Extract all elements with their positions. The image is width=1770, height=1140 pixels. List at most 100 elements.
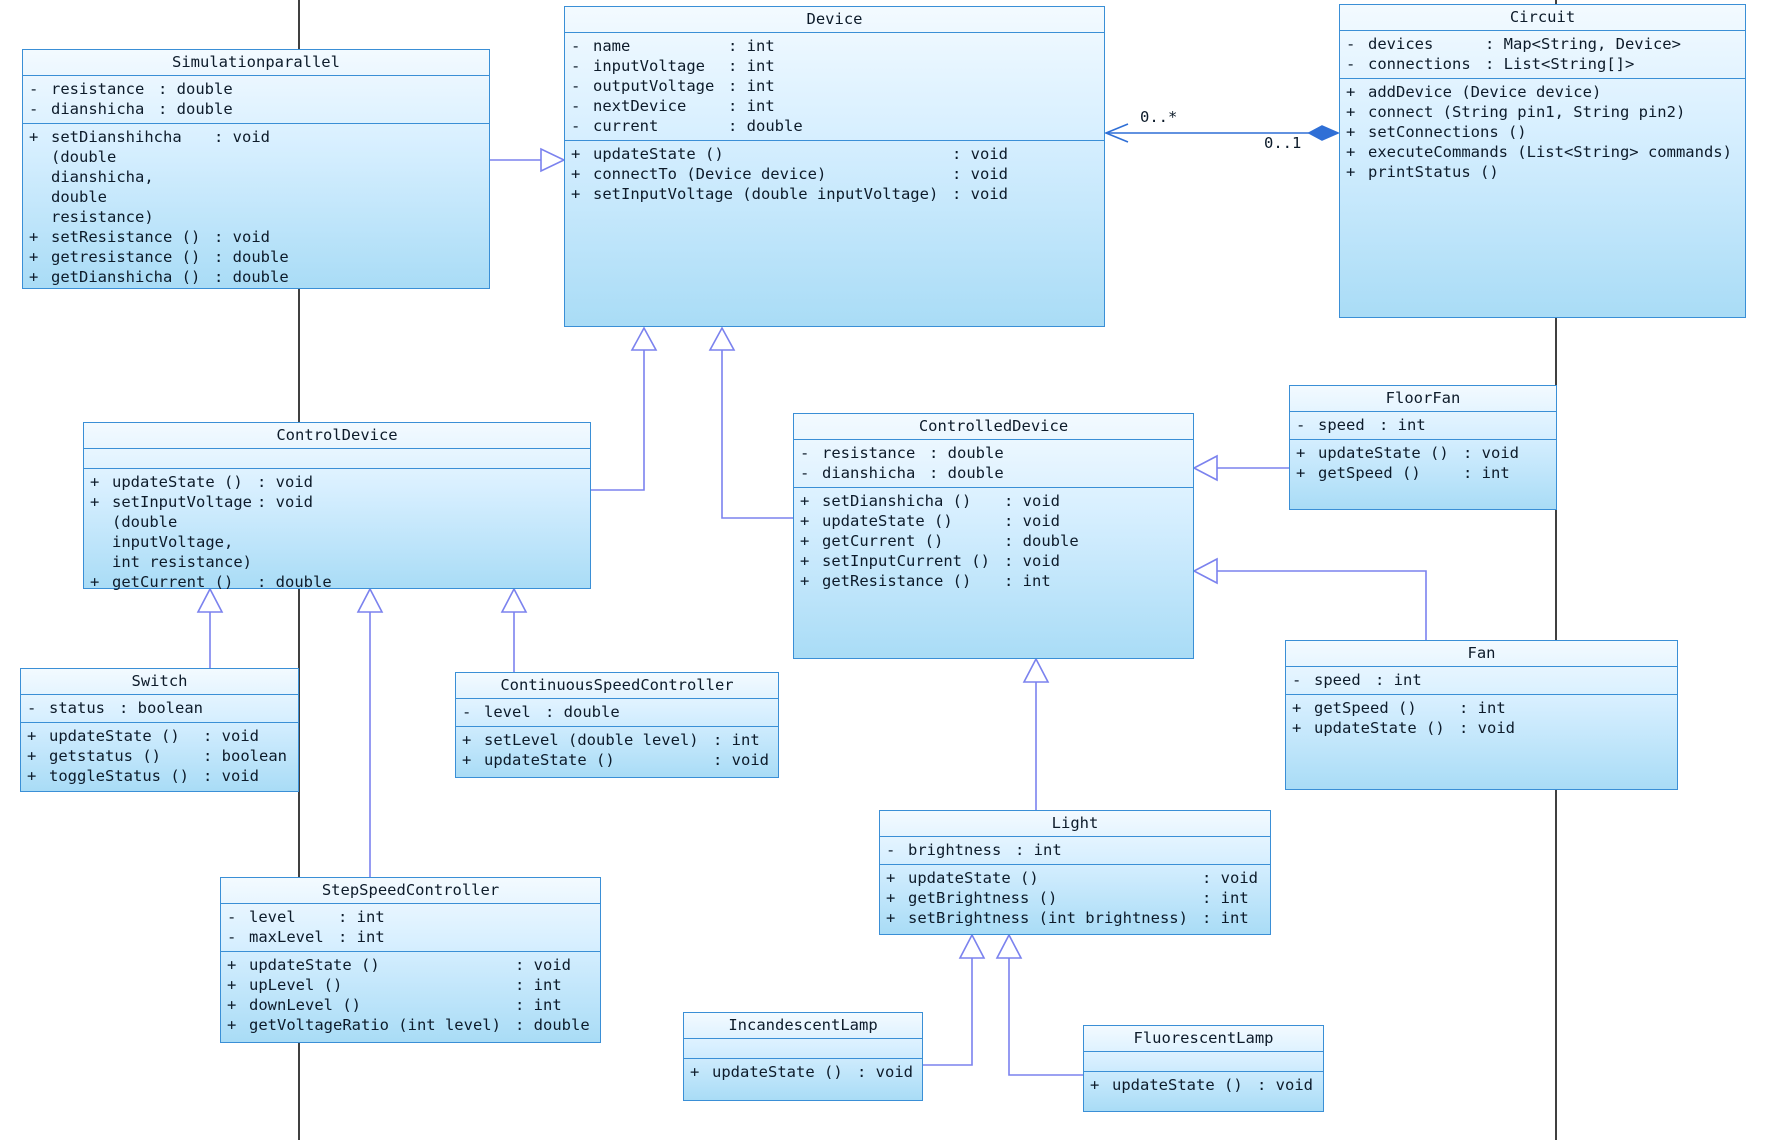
class-member: +updateState (): void bbox=[1296, 443, 1550, 463]
member-name: toggleStatus () bbox=[49, 767, 189, 785]
operations-compartment: +setLevel (double level): int+updateStat… bbox=[456, 727, 778, 774]
class-name: StepSpeedController bbox=[221, 878, 600, 904]
member-type: : double bbox=[214, 248, 289, 266]
member-type: : int bbox=[338, 908, 385, 926]
class-name: IncandescentLamp bbox=[684, 1013, 922, 1039]
member-name: getVoltageRatio (int level) bbox=[249, 1016, 501, 1034]
class-controldevice[interactable]: ControlDevice +updateState (): void+setI… bbox=[83, 422, 591, 591]
member-visibility: + bbox=[90, 473, 100, 491]
member-type: : int bbox=[1202, 909, 1249, 927]
member-visibility: + bbox=[90, 573, 100, 591]
class-member: -brightness: int bbox=[886, 840, 1264, 860]
attributes-compartment: -name: int-inputVoltage: int-outputVolta… bbox=[565, 33, 1104, 141]
class-member: +downLevel (): int bbox=[227, 995, 594, 1015]
member-name: getBrightness () bbox=[908, 889, 1058, 907]
member-name: getSpeed () bbox=[1314, 699, 1417, 717]
member-name: updateState () bbox=[1314, 719, 1445, 737]
member-visibility: + bbox=[571, 145, 581, 163]
member-type: : void bbox=[1004, 512, 1060, 530]
generalization-arrowhead bbox=[958, 933, 986, 959]
attributes-compartment: -level: int-maxLevel: int bbox=[221, 904, 600, 952]
member-visibility: + bbox=[800, 532, 810, 550]
member-visibility: + bbox=[1292, 719, 1302, 737]
generalization-incandescent-light bbox=[921, 958, 973, 1066]
class-floorfan[interactable]: FloorFan -speed: int +updateState (): vo… bbox=[1289, 385, 1557, 510]
member-type: : void bbox=[1202, 869, 1258, 887]
member-type: : int bbox=[515, 976, 562, 994]
generalization-arrowhead bbox=[500, 587, 528, 613]
member-visibility: - bbox=[227, 928, 237, 946]
class-member: +getstatus (): boolean bbox=[27, 746, 292, 766]
class-circuit[interactable]: Circuit -devices: Map<String, Device>-co… bbox=[1339, 4, 1746, 318]
member-visibility: + bbox=[1346, 143, 1356, 161]
class-name: FloorFan bbox=[1290, 386, 1556, 412]
member-visibility: - bbox=[27, 699, 37, 717]
class-device[interactable]: Device -name: int-inputVoltage: int-outp… bbox=[564, 6, 1105, 327]
generalization-arrowhead bbox=[540, 147, 566, 173]
member-name: dianshicha bbox=[822, 464, 916, 482]
class-member: +setInputVoltage (double inputVoltage): … bbox=[571, 184, 1098, 204]
member-visibility: + bbox=[1346, 103, 1356, 121]
class-name: Switch bbox=[21, 669, 298, 695]
class-light[interactable]: Light -brightness: int +updateState (): … bbox=[879, 810, 1271, 935]
member-visibility: + bbox=[1292, 699, 1302, 717]
member-type: : void bbox=[257, 473, 313, 491]
class-switch[interactable]: Switch -status: boolean +updateState ():… bbox=[20, 668, 299, 792]
generalization-arrowhead bbox=[630, 326, 658, 351]
member-visibility: - bbox=[29, 100, 39, 118]
class-member: +updateState (): void bbox=[27, 726, 292, 746]
class-member: +updateState (): void bbox=[462, 750, 772, 770]
member-name: updateState () bbox=[249, 956, 380, 974]
member-type: : double bbox=[728, 117, 803, 135]
member-name: name bbox=[593, 37, 631, 55]
member-name: updateState () bbox=[908, 869, 1039, 887]
member-type: : int bbox=[1379, 416, 1426, 434]
operations-compartment: +updateState (): void+getstatus (): bool… bbox=[21, 723, 298, 790]
class-stepspeedcontroller[interactable]: StepSpeedController -level: int-maxLevel… bbox=[220, 877, 601, 1043]
operations-compartment: +setDianshicha (): void+updateState (): … bbox=[794, 488, 1193, 595]
member-visibility: + bbox=[800, 492, 810, 510]
member-type: : double bbox=[929, 464, 1004, 482]
member-visibility: - bbox=[886, 841, 896, 859]
member-name: maxLevel bbox=[249, 928, 324, 946]
member-visibility: + bbox=[571, 165, 581, 183]
member-name: downLevel () bbox=[249, 996, 361, 1014]
attributes-compartment: -speed: int bbox=[1286, 667, 1677, 695]
member-type: : double bbox=[1004, 532, 1079, 550]
class-fan[interactable]: Fan -speed: int +getSpeed (): int+update… bbox=[1285, 640, 1678, 790]
member-name: upLevel () bbox=[249, 976, 343, 994]
member-type: : void bbox=[952, 165, 1008, 183]
class-name: Device bbox=[565, 7, 1104, 33]
class-member: +getSpeed (): int bbox=[1296, 463, 1550, 483]
class-simulationparallel[interactable]: Simulationparallel -resistance: double-d… bbox=[22, 49, 490, 289]
member-type: : boolean bbox=[119, 699, 203, 717]
member-visibility: + bbox=[571, 185, 581, 203]
member-type: : void bbox=[203, 767, 259, 785]
class-member: -outputVoltage: int bbox=[571, 76, 1098, 96]
member-type: : double bbox=[158, 100, 233, 118]
member-name: setDianshihcha (double dianshicha, doubl… bbox=[51, 128, 182, 226]
class-continuousspeedcontroller[interactable]: ContinuousSpeedController -level: double… bbox=[455, 672, 779, 778]
class-member: -nextDevice: int bbox=[571, 96, 1098, 116]
member-name: updateState () bbox=[49, 727, 180, 745]
class-member: +updateState (): void bbox=[571, 144, 1098, 164]
class-member: -name: int bbox=[571, 36, 1098, 56]
member-name: brightness bbox=[908, 841, 1002, 859]
member-visibility: - bbox=[227, 908, 237, 926]
member-visibility: + bbox=[29, 248, 39, 266]
class-incandescentlamp[interactable]: IncandescentLamp +updateState (): void bbox=[683, 1012, 923, 1101]
class-controlleddevice[interactable]: ControlledDevice -resistance: double-dia… bbox=[793, 413, 1194, 659]
member-type: : void bbox=[515, 956, 571, 974]
member-visibility: - bbox=[571, 97, 581, 115]
member-name: updateState () bbox=[484, 751, 615, 769]
class-fluorescentlamp[interactable]: FluorescentLamp +updateState (): void bbox=[1083, 1025, 1324, 1112]
class-member: +updateState (): void bbox=[886, 868, 1264, 888]
member-type: : void bbox=[713, 751, 769, 769]
member-visibility: + bbox=[29, 128, 39, 146]
member-name: getSpeed () bbox=[1318, 464, 1421, 482]
class-member: +executeCommands (List<String> commands) bbox=[1346, 142, 1739, 162]
member-visibility: + bbox=[1090, 1076, 1100, 1094]
member-type: : Map<String, Device> bbox=[1485, 35, 1681, 53]
member-name: resistance bbox=[51, 80, 145, 98]
generalization-fan-controlleddevice bbox=[1217, 570, 1427, 640]
